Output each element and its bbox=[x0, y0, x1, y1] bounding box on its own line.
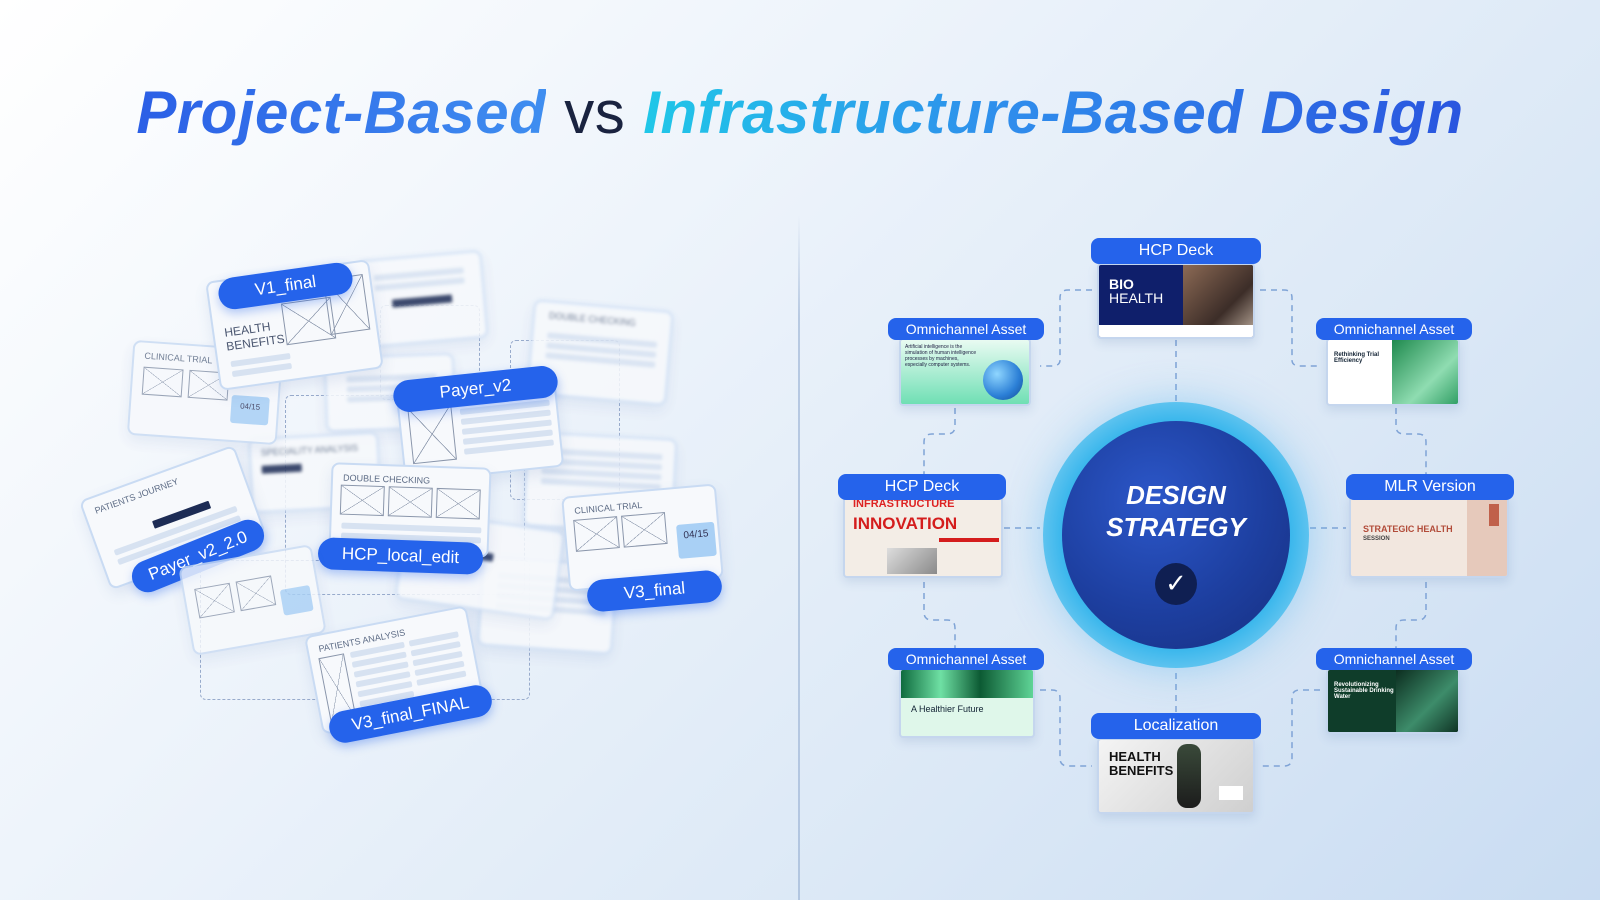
project-based-collage: DOUBLE CHECKING SPECIALITY ANALYSIS CLIN… bbox=[78, 249, 724, 746]
center-divider bbox=[798, 215, 800, 900]
thumbnail-healthier-future: A Healthier Future bbox=[899, 668, 1035, 738]
connector-bottom-right bbox=[1260, 689, 1320, 767]
connector-bottom-left bbox=[1040, 689, 1092, 767]
thumbnail-health-benefits: HEALTH BENEFITS bbox=[1097, 738, 1255, 814]
label-omnichannel-top-left: Omnichannel Asset bbox=[888, 318, 1044, 340]
check-icon: ✓ bbox=[1155, 563, 1197, 605]
connector-right-lower bbox=[1395, 582, 1427, 650]
design-strategy-hub: DESIGN STRATEGY ✓ bbox=[1062, 421, 1290, 649]
connector-top-left bbox=[1040, 289, 1092, 367]
label-hcp-deck-top: HCP Deck bbox=[1091, 238, 1261, 264]
page-title: Project-Based vs Infrastructure-Based Desi… bbox=[0, 78, 1600, 147]
label-localization: Localization bbox=[1091, 713, 1261, 739]
connector-left-lower bbox=[923, 582, 956, 650]
thumbnail-innovation: INFRASTRUCTURE INNOVATION bbox=[843, 494, 1003, 578]
label-mlr-version: MLR Version bbox=[1346, 474, 1514, 500]
label-omnichannel-top-right: Omnichannel Asset bbox=[1316, 318, 1472, 340]
thumbnail-drinking-water: Revolutionizing Sustainable Drinking Wat… bbox=[1326, 668, 1460, 734]
thumbnail-bio-health: BIO HEALTH bbox=[1097, 263, 1255, 339]
label-omnichannel-bottom-left: Omnichannel Asset bbox=[888, 648, 1044, 670]
thumbnail-ai-globe: Artificial intelligence is the simulatio… bbox=[899, 338, 1031, 406]
thumbnail-trial-efficiency: Rethinking Trial Efficiency bbox=[1326, 338, 1460, 406]
label-hcp-deck-left: HCP Deck bbox=[838, 474, 1006, 500]
title-infrastructure-based: Infrastructure-Based Design bbox=[643, 79, 1464, 146]
label-omnichannel-bottom-right: Omnichannel Asset bbox=[1316, 648, 1472, 670]
hub-label: DESIGN STRATEGY bbox=[1106, 480, 1246, 542]
thumbnail-strategic-health: STRATEGIC HEALTH SESSION bbox=[1349, 494, 1509, 578]
title-project-based: Project-Based bbox=[136, 79, 547, 146]
title-vs: vs bbox=[564, 79, 626, 146]
connector-left-upper bbox=[923, 408, 956, 484]
connector-top-right bbox=[1260, 289, 1320, 367]
connector-right-upper bbox=[1395, 408, 1427, 484]
